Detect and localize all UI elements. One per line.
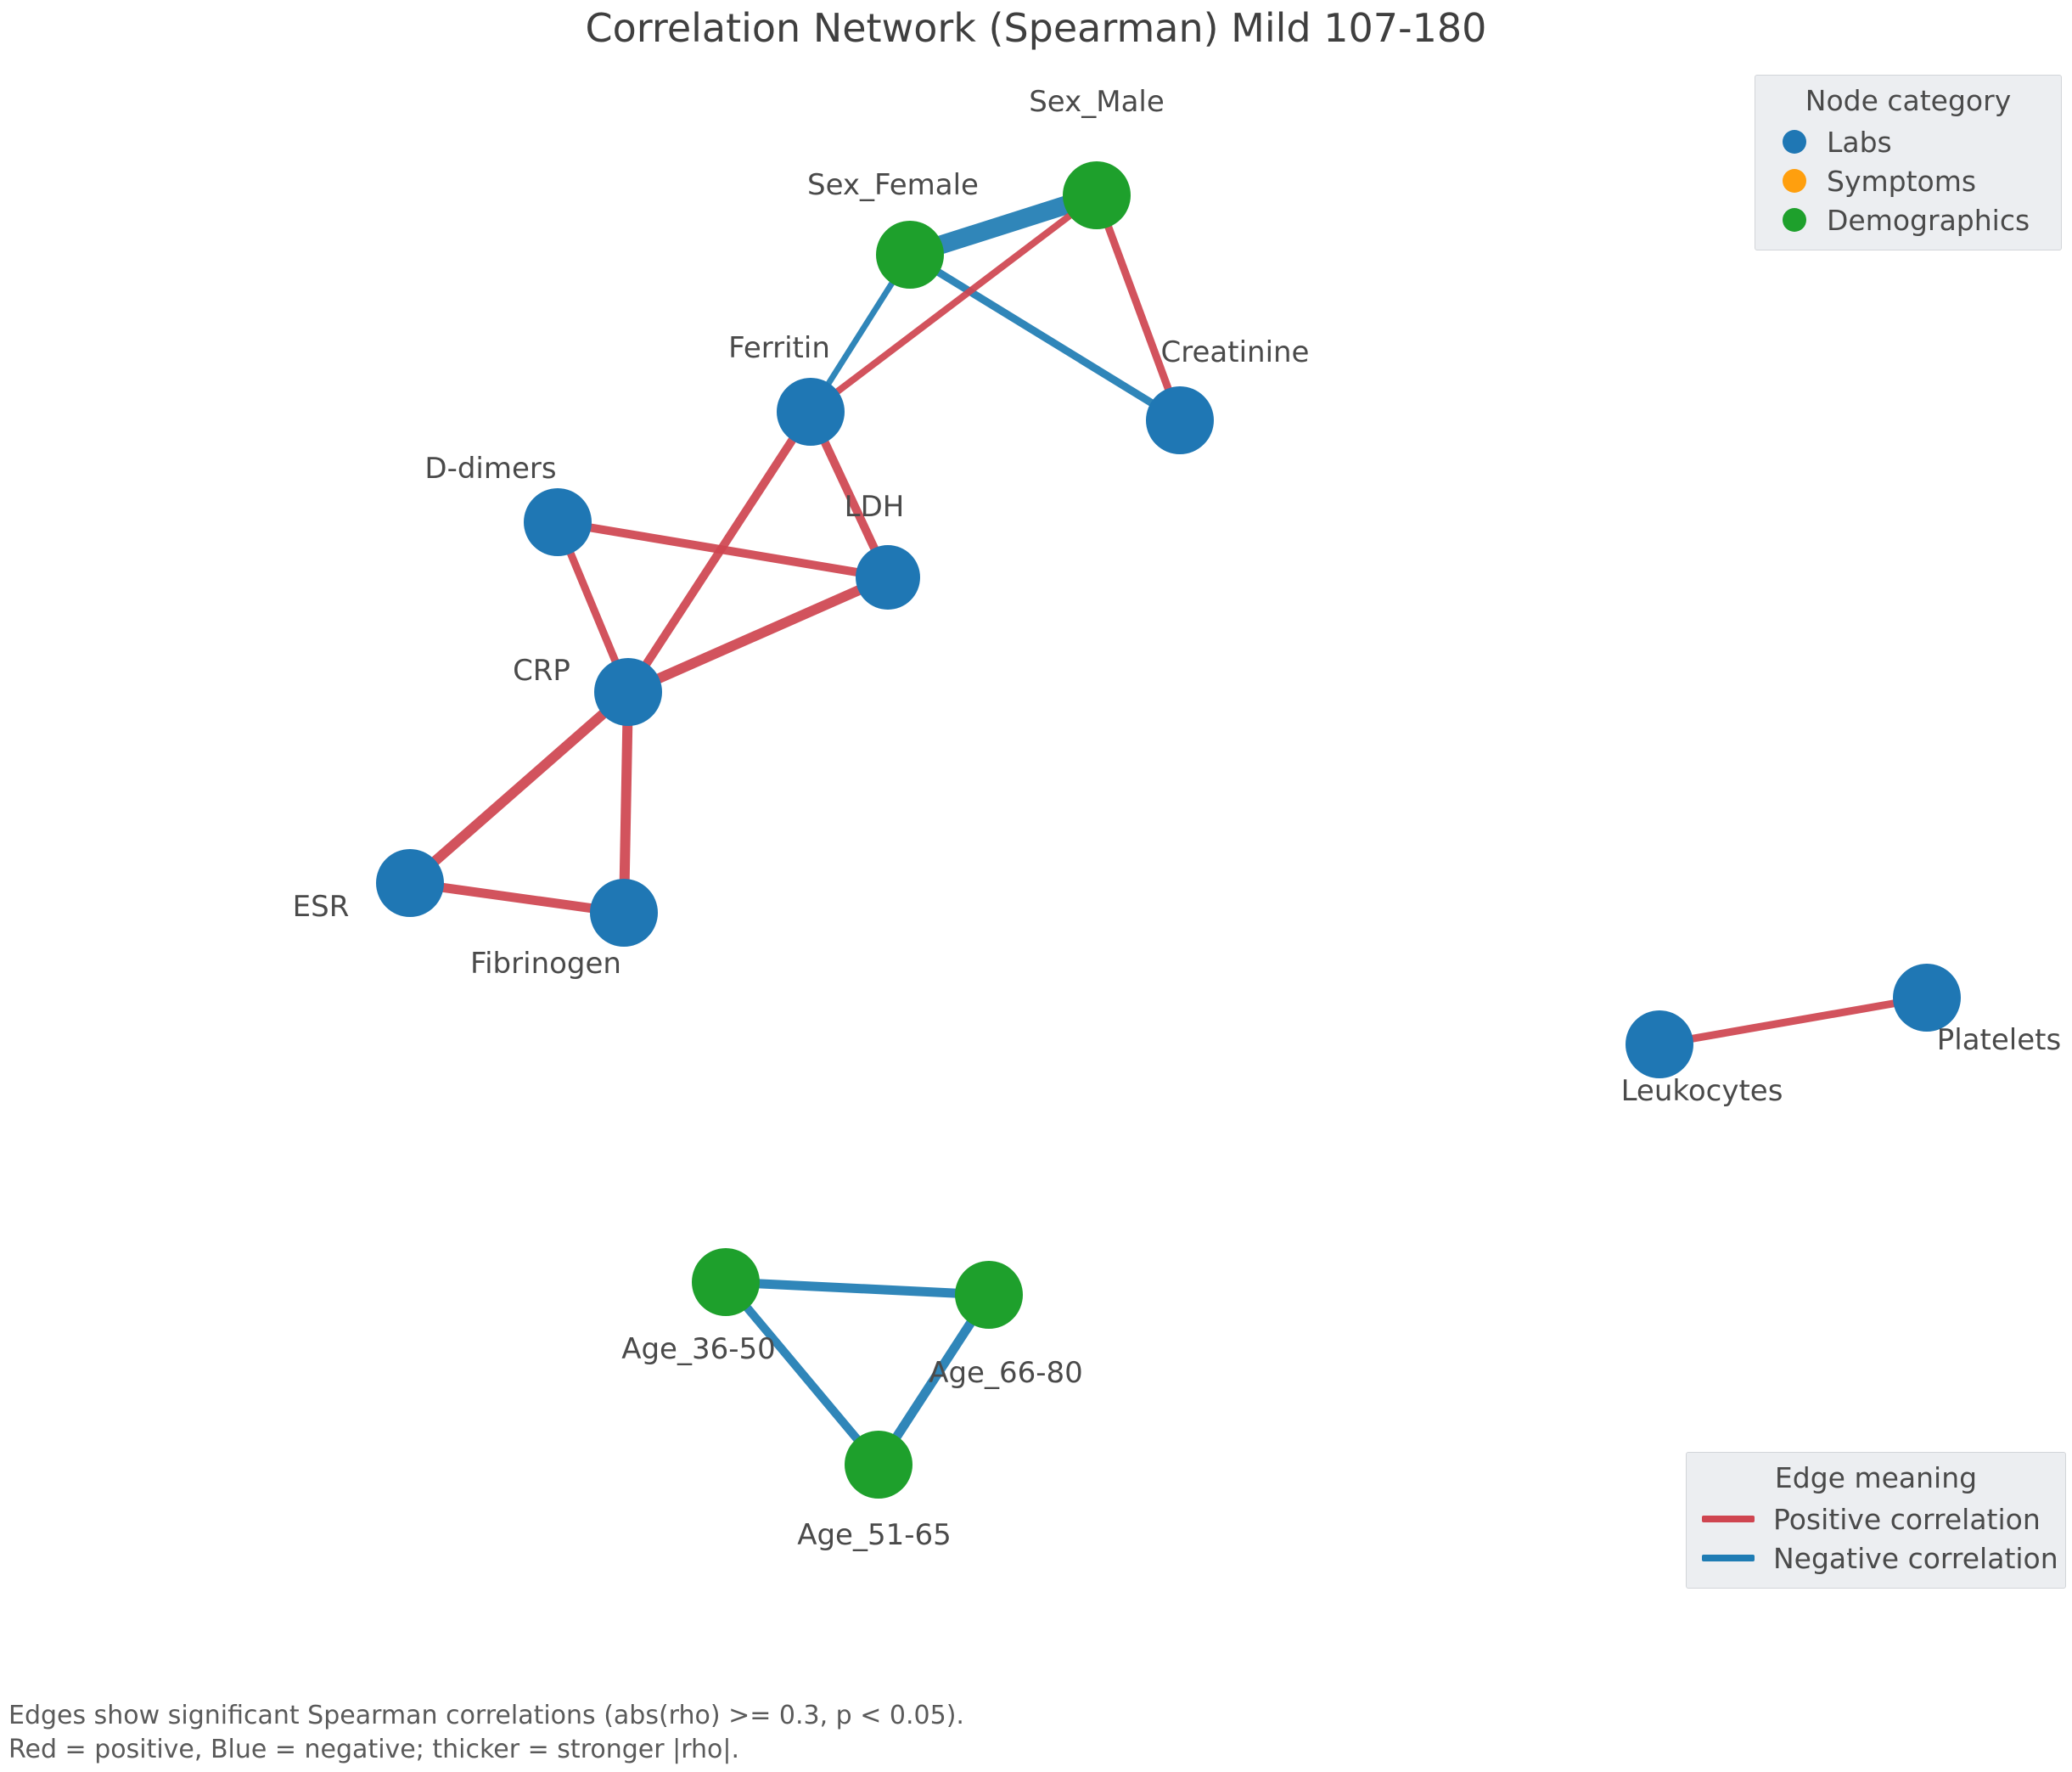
network-edge xyxy=(407,688,632,887)
network-node[interactable] xyxy=(524,488,592,556)
network-edge xyxy=(808,192,1099,415)
network-edge xyxy=(557,518,889,582)
network-edge xyxy=(1659,993,1928,1049)
node-legend-item[interactable]: Demographics xyxy=(1771,200,2046,239)
network-edge xyxy=(409,878,625,918)
nodes-layer xyxy=(376,161,1961,1499)
node-legend-label: Demographics xyxy=(1827,203,2030,237)
legend-line-icon xyxy=(1702,1516,1755,1522)
node-legend-item[interactable]: Labs xyxy=(1771,122,2046,161)
network-node[interactable] xyxy=(845,1431,912,1499)
node-legend-label: Labs xyxy=(1827,125,1892,159)
legend-dot-icon xyxy=(1783,169,1806,193)
network-node[interactable] xyxy=(777,378,845,446)
network-node[interactable] xyxy=(1063,161,1131,229)
network-node[interactable] xyxy=(590,879,658,947)
network-node[interactable] xyxy=(376,849,444,917)
edge-legend-item[interactable]: Negative correlation xyxy=(1702,1539,2058,1578)
network-edge xyxy=(1092,194,1184,422)
network-node[interactable] xyxy=(594,658,662,726)
edge-legend-label: Positive correlation xyxy=(1773,1502,2041,1536)
node-legend-title: Node category xyxy=(1805,84,2012,117)
network-node[interactable] xyxy=(1893,964,1961,1032)
network-edge xyxy=(626,572,890,697)
network-node[interactable] xyxy=(1626,1010,1693,1078)
network-node[interactable] xyxy=(876,221,944,289)
node-legend-item[interactable]: Symptoms xyxy=(1771,161,2046,200)
network-edge xyxy=(725,1277,990,1300)
network-node[interactable] xyxy=(955,1261,1023,1329)
network-edge xyxy=(619,691,633,914)
legend-dot-icon xyxy=(1783,130,1806,154)
legend-dot-icon xyxy=(1783,208,1806,232)
network-node[interactable] xyxy=(692,1248,760,1316)
network-node[interactable] xyxy=(1146,386,1214,454)
footnote-line-2: Red = positive, Blue = negative; thicker… xyxy=(8,1735,740,1764)
edge-legend-label: Negative correlation xyxy=(1773,1541,2058,1575)
network-edge xyxy=(722,1279,882,1468)
edge-legend-item[interactable]: Positive correlation xyxy=(1702,1499,2050,1539)
network-edge xyxy=(907,251,1182,424)
footnote-line-1: Edges show significant Spearman correlat… xyxy=(8,1701,964,1730)
legend-line-icon xyxy=(1702,1555,1755,1561)
network-node[interactable] xyxy=(856,545,920,610)
node-legend-label: Symptoms xyxy=(1827,164,1977,198)
edge-legend-title: Edge meaning xyxy=(1774,1461,1978,1494)
page-title: Correlation Network (Spearman) Mild 107-… xyxy=(585,5,1487,51)
edges-layer xyxy=(407,186,1928,1468)
